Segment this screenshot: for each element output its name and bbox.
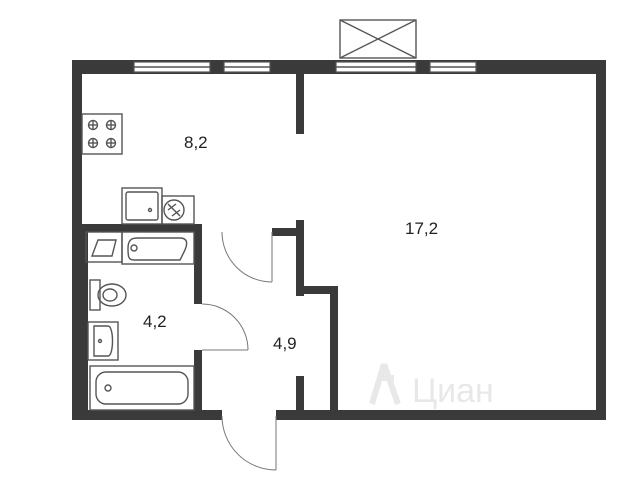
stove [81,113,123,155]
toilet [89,279,127,311]
kitchen-sink [121,187,163,225]
watermark-text: Циан [412,372,494,410]
washing-machine [85,231,123,263]
doors [201,231,277,471]
living-area-label: 17,2 [405,219,438,238]
bathroom-area-label: 4,2 [143,312,167,331]
kitchen-area-label: 8,2 [184,133,208,152]
bath-shelf [121,231,195,265]
interior-walls [82,74,338,410]
watermark: Циан [369,363,494,410]
boiler [161,195,195,225]
hallway-area-label: 4,9 [273,334,297,353]
bath-sink [87,321,119,361]
bathtub [89,365,195,411]
balcony-window [339,19,417,59]
top-windows [133,61,477,73]
